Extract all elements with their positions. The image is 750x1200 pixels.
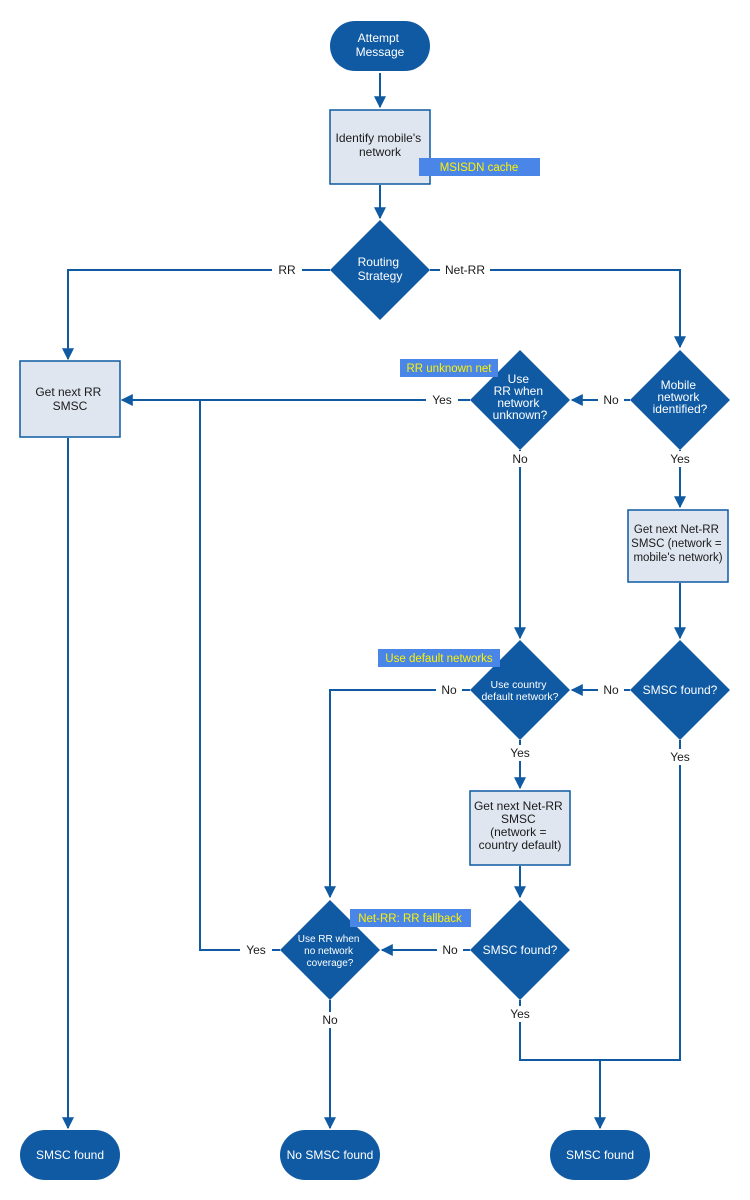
end-mid-terminator bbox=[280, 1130, 380, 1180]
tags: MSISDN cache RR unknown net Use default … bbox=[350, 158, 540, 927]
edge-label-unknown-no: No bbox=[512, 452, 528, 466]
edge-rightfound-yes bbox=[600, 740, 681, 1061]
edge-routing-netrr bbox=[430, 269, 686, 349]
get-netrr-country-box bbox=[469, 790, 571, 866]
edge-labels: RR Net-RR Yes No No Yes No No Yes Yes Ye… bbox=[240, 262, 696, 1028]
tag-rr-unknown-net bbox=[400, 359, 498, 377]
edge-label-country-no: No bbox=[441, 683, 457, 697]
edge-label-midfound-no: No bbox=[442, 943, 458, 957]
edge-label-unknown-yes: Yes bbox=[432, 393, 452, 407]
edge-label-netrr: Net-RR bbox=[445, 263, 485, 277]
edge-routing-rr bbox=[62, 269, 330, 361]
identify-network-label: Identify mobile's network bbox=[335, 131, 424, 159]
tag-msisdn-cache-label: MSISDN cache bbox=[440, 162, 519, 174]
edge-country-no bbox=[324, 689, 470, 899]
smsc-found-right-decision bbox=[630, 640, 730, 740]
get-netrr-mobile-label: Get next Net-RR SMSC (network = mobile's… bbox=[631, 524, 725, 564]
edge-label-rightfound-yes: Yes bbox=[670, 750, 690, 764]
end-left-label: SMSC found bbox=[36, 1148, 104, 1162]
edge-label-country-yes: Yes bbox=[510, 746, 530, 760]
smsc-found-mid-decision bbox=[470, 900, 570, 1000]
start-terminator bbox=[330, 21, 430, 71]
edge-label-midfound-yes: Yes bbox=[510, 1007, 530, 1021]
edge-label-identified-no: No bbox=[603, 393, 619, 407]
tag-use-default-networks bbox=[378, 649, 500, 667]
end-right-label: SMSC found bbox=[566, 1148, 634, 1162]
end-mid-label: No SMSC found bbox=[287, 1148, 374, 1162]
get-rr-smsc-box bbox=[19, 360, 121, 438]
tag-use-default-networks-label: Use default networks bbox=[385, 653, 493, 665]
routing-strategy-decision bbox=[330, 220, 430, 320]
edge-coverage-yes bbox=[199, 400, 280, 951]
get-netrr-country-label: Get next Net-RR SMSC (network = country … bbox=[474, 799, 566, 852]
start-terminator-label: Attempt Message bbox=[356, 31, 405, 59]
edge-label-rr: RR bbox=[278, 263, 296, 277]
nodes: Attempt Message Identify mobile's networ… bbox=[19, 21, 730, 1180]
edge-label-rightfound-no: No bbox=[603, 683, 619, 697]
use-country-default-label: Use country default network? bbox=[481, 679, 558, 703]
identify-network-box bbox=[329, 109, 431, 185]
tag-msisdn-cache bbox=[419, 158, 540, 176]
get-rr-smsc-label: Get next RR SMSC bbox=[35, 385, 104, 413]
end-left-terminator bbox=[20, 1130, 120, 1180]
use-rr-unknown-label: Use RR when network unknown? bbox=[493, 372, 548, 422]
tag-netrr-rr-fallback bbox=[350, 909, 471, 927]
smsc-found-mid-label: SMSC found? bbox=[483, 943, 558, 957]
end-right-terminator bbox=[550, 1130, 650, 1180]
edge-label-identified-yes: Yes bbox=[670, 452, 690, 466]
mobile-identified-label: Mobile network identified? bbox=[653, 378, 708, 416]
edge-label-coverage-yes: Yes bbox=[246, 943, 266, 957]
smsc-found-right-label: SMSC found? bbox=[643, 683, 718, 697]
get-netrr-mobile-box bbox=[627, 509, 729, 583]
tag-netrr-rr-fallback-label: Net-RR: RR fallback bbox=[358, 913, 462, 925]
use-rr-nocoverage-label: Use RR when no network coverage? bbox=[298, 934, 362, 969]
edge-label-coverage-no: No bbox=[322, 1013, 338, 1027]
tag-rr-unknown-net-label: RR unknown net bbox=[406, 363, 492, 375]
mobile-identified-decision bbox=[630, 350, 730, 450]
routing-strategy-label: Routing Strategy bbox=[358, 255, 403, 283]
